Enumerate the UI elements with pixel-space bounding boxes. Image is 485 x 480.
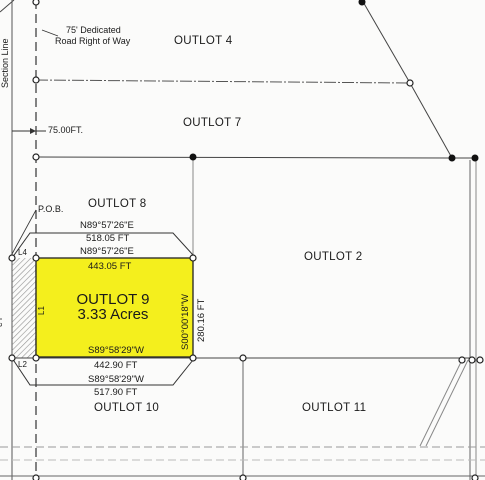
monument-open (189, 254, 197, 262)
north-inner-bearing: N89°57'26"E (80, 246, 134, 257)
monument-solid (448, 154, 456, 162)
monument-open (468, 356, 476, 364)
monument-open (32, 76, 40, 84)
pob-leader (11, 209, 37, 255)
outlot-9-parcel (35, 257, 194, 358)
monument-open (32, 153, 40, 161)
monument-open (32, 474, 40, 480)
boundary-7-diag (409, 82, 453, 159)
road-note-line2: Road Right of Way (55, 36, 131, 46)
east-bearing: S00°00'18"W (180, 294, 191, 350)
line-label-l3: L3 (0, 318, 3, 327)
road-hatch (12, 258, 36, 358)
south-outer-dist: 517.90 FT (94, 387, 138, 398)
outlot-4-label: OUTLOT 4 (174, 35, 233, 47)
north-outer-bearing: N89°57'26"E (80, 220, 134, 231)
south-inner-bearing: S89°58'29"W (88, 345, 144, 356)
outlot-10-label: OUTLOT 10 (94, 402, 160, 414)
boundary-7-8 (35, 156, 453, 159)
pob-label: P.O.B. (38, 204, 64, 214)
north-inner-dist: 443.05 FT (88, 261, 132, 272)
line-label-l4: L4 (18, 248, 27, 257)
boundary-4-diag (361, 0, 411, 84)
monument-open (406, 79, 414, 87)
outlot-9-label: OUTLOT 9 (76, 291, 150, 308)
outlot-9-area: 3.33 Acres (77, 306, 149, 323)
outlot-2-label: OUTLOT 2 (304, 251, 363, 263)
dim-75ft-arrow (30, 128, 36, 134)
monument-open (239, 474, 247, 480)
outlot-11-label: OUTLOT 11 (302, 402, 367, 414)
dim-south-outer (11, 357, 194, 386)
monument-open (471, 474, 479, 480)
east-dist: 280.16 FT (196, 298, 207, 342)
monument-solid (471, 154, 479, 162)
monument-solid (189, 153, 197, 161)
boundary-4-7 (35, 79, 411, 84)
monument-open (32, 354, 40, 362)
road-note-line1: 75' Dedicated (66, 25, 121, 35)
monument-open (32, 254, 40, 262)
road-note-leader (41, 29, 59, 37)
section-line-label: Section Line (0, 38, 10, 88)
outlot-8-label: OUTLOT 8 (88, 198, 147, 210)
outlot-7-label: OUTLOT 7 (183, 117, 242, 129)
monument-open (458, 356, 466, 364)
monument-open (32, 0, 40, 6)
outlot11-diag-2 (425, 359, 469, 447)
monument-open (189, 354, 197, 362)
monument-open (476, 356, 484, 364)
dim-north-outer (11, 232, 194, 259)
monument-open (8, 254, 16, 262)
line-label-l2: L2 (18, 360, 27, 369)
south-inner-dist: 442.90 FT (94, 360, 138, 371)
north-outer-dist: 518.05 FT (86, 233, 130, 244)
monument-open (8, 354, 16, 362)
monument-solid (358, 0, 366, 6)
road-width-label: 75.00FT. (48, 125, 84, 135)
monument-open (239, 354, 247, 362)
south-outer-bearing: S89°58'29"W (88, 374, 144, 385)
line-label-l1: L1 (37, 306, 46, 315)
outlot11-diag (419, 359, 463, 447)
